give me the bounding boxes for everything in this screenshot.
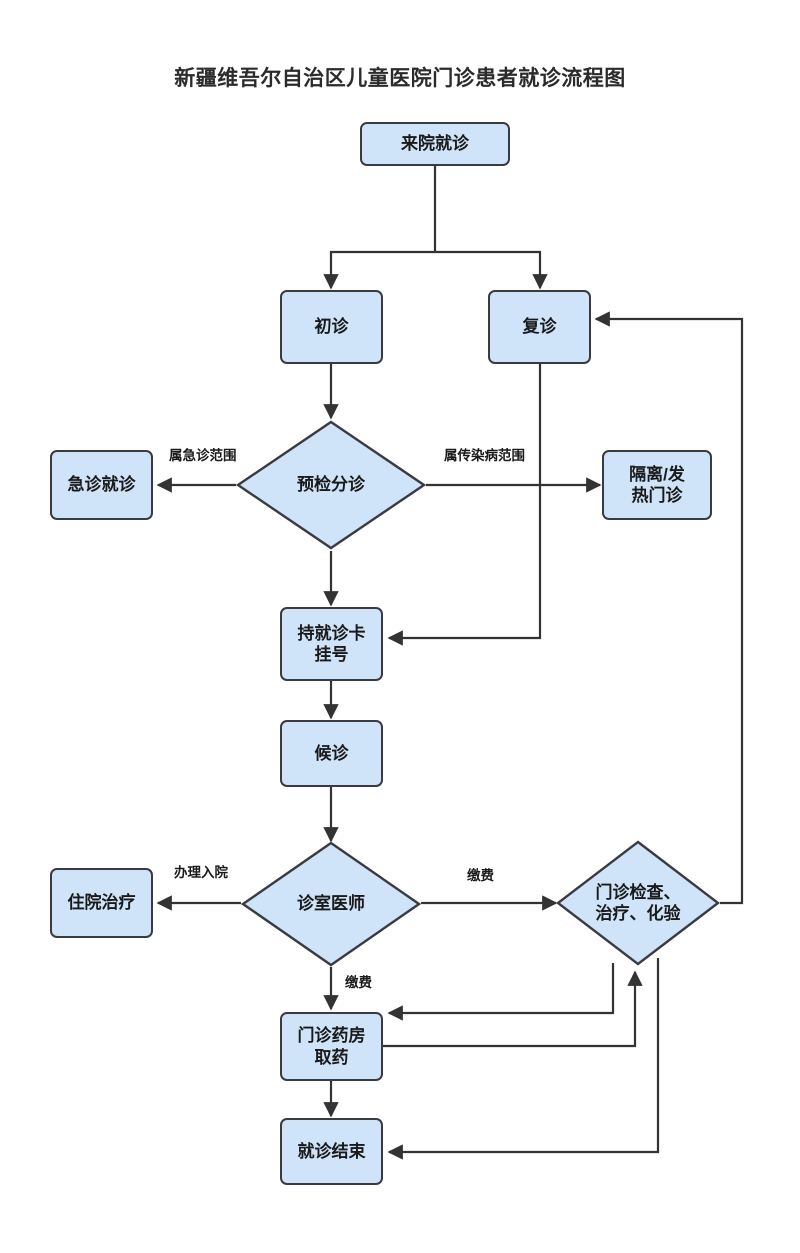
node-pharmacy[interactable]: 门诊药房 取药 <box>280 1012 383 1081</box>
node-isolation[interactable]: 隔离/发 热门诊 <box>602 450 712 520</box>
edge-pharmacy-exam <box>383 970 643 1048</box>
node-pharmacy-label-line1: 门诊药房 <box>297 1026 366 1046</box>
node-isolation-label-line2: 热门诊 <box>631 486 683 505</box>
doctor-diamond-shape <box>240 841 422 967</box>
node-end[interactable]: 就诊结束 <box>280 1118 383 1185</box>
edge-label-payment-to-exam: 缴费 <box>466 864 495 884</box>
node-inpatient-label: 住院治疗 <box>67 893 136 913</box>
edge-exam-end <box>387 958 660 1160</box>
node-inpatient[interactable]: 住院治疗 <box>50 868 153 938</box>
node-register[interactable]: 持就诊卡 挂号 <box>280 607 383 681</box>
node-triage[interactable]: 预检分诊 <box>235 420 427 550</box>
node-emergency-label: 急诊就诊 <box>67 475 136 495</box>
node-arrive[interactable]: 来院就诊 <box>360 122 510 166</box>
node-end-label: 就诊结束 <box>297 1141 366 1161</box>
edge-exam-return <box>594 311 744 905</box>
node-return-visit-label: 复诊 <box>522 317 557 337</box>
edge-label-admission: 办理入院 <box>173 861 229 881</box>
edge-label-infectious-scope: 属传染病范围 <box>443 444 526 464</box>
triage-diamond-shape <box>235 420 427 550</box>
node-arrive-label: 来院就诊 <box>401 134 469 154</box>
exam-diamond-shape <box>556 840 720 966</box>
node-pharmacy-label-line2: 取药 <box>314 1047 349 1067</box>
node-register-label-line2: 挂号 <box>314 645 349 664</box>
node-first-visit[interactable]: 初诊 <box>280 290 383 364</box>
edge-split-first <box>323 250 435 290</box>
edge-split-return <box>435 250 548 290</box>
edge-exam-pharmacy <box>387 963 615 1021</box>
node-return-visit[interactable]: 复诊 <box>488 290 591 364</box>
node-waiting[interactable]: 候诊 <box>280 720 383 787</box>
node-register-label-line1: 持就诊卡 <box>297 623 366 643</box>
page-title: 新疆维吾尔自治区儿童医院门诊患者就诊流程图 <box>174 67 626 90</box>
node-doctor[interactable]: 诊室医师 <box>240 841 422 967</box>
edge-label-payment-to-pharmacy: 缴费 <box>344 971 373 991</box>
edge-label-emergency-scope: 属急诊范围 <box>168 444 238 464</box>
node-first-visit-label: 初诊 <box>314 317 349 337</box>
node-waiting-label: 候诊 <box>314 743 349 763</box>
node-emergency[interactable]: 急诊就诊 <box>50 450 153 520</box>
edge-return-register <box>387 364 542 646</box>
node-exam[interactable]: 门诊检查、 治疗、化验 <box>556 840 720 966</box>
node-isolation-label-line1: 隔离/发 <box>629 464 685 484</box>
